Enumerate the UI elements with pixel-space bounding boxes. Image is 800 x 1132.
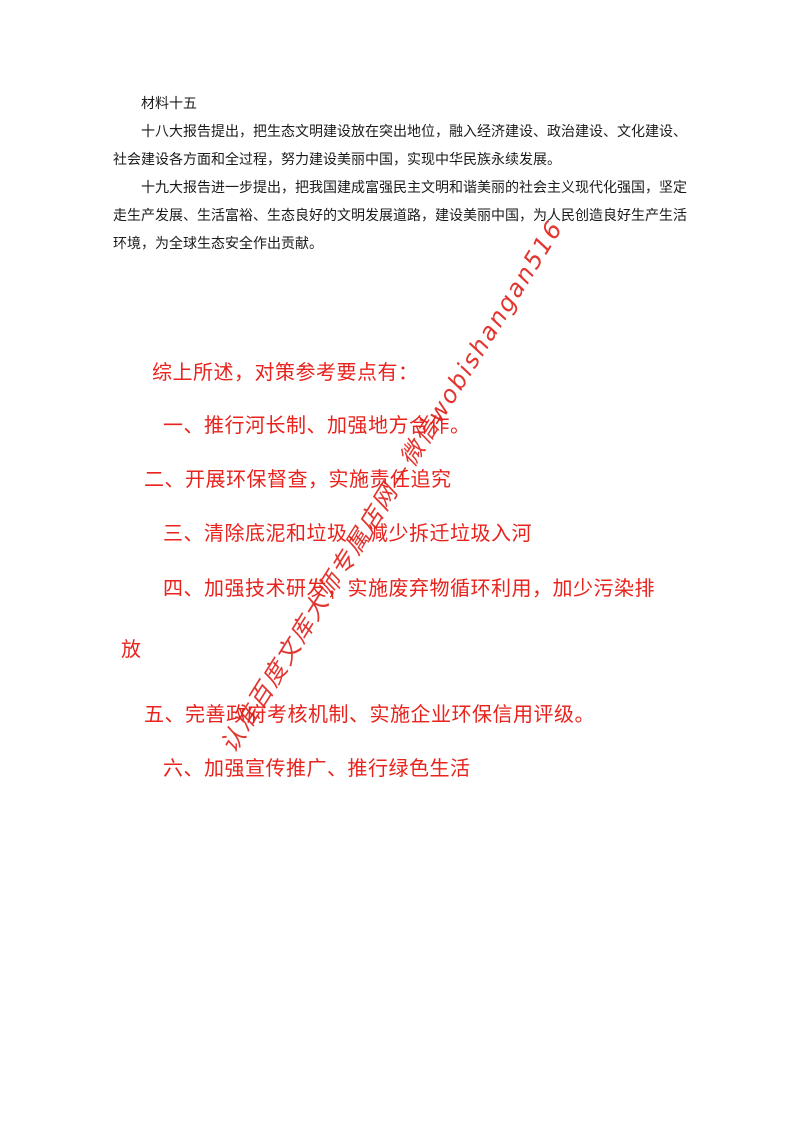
summary-heading: 综上所述，对策参考要点有：: [152, 360, 419, 384]
summary-point-2: 二、开展环保督查，实施责任追究: [144, 467, 452, 491]
material-section: 材料十五 十八大报告提出，把生态文明建设放在突出地位，融入经济建设、政治建设、文…: [113, 90, 693, 258]
summary-point-3: 三、清除底泥和垃圾、减少拆迁垃圾入河: [163, 521, 532, 545]
material-title: 材料十五: [141, 96, 197, 112]
summary-point-1: 一、推行河长制、加强地方合作。: [163, 413, 471, 437]
material-paragraph-1: 十八大报告提出，把生态文明建设放在突出地位，融入经济建设、政治建设、文化建设、社…: [113, 124, 687, 168]
summary-point-5: 五、完善政府考核机制、实施企业环保信用评级。: [144, 702, 595, 726]
summary-point-4-line-1: 四、加强技术研发，实施废弃物循环利用，加少污染排: [163, 576, 655, 600]
summary-point-6: 六、加强宣传推广、推行绿色生活: [163, 756, 471, 780]
material-paragraph-2: 十九大报告进一步提出，把我国建成富强民主文明和谐美丽的社会主义现代化强国，坚定走…: [113, 180, 687, 252]
summary-point-4-line-2: 放: [121, 637, 142, 661]
